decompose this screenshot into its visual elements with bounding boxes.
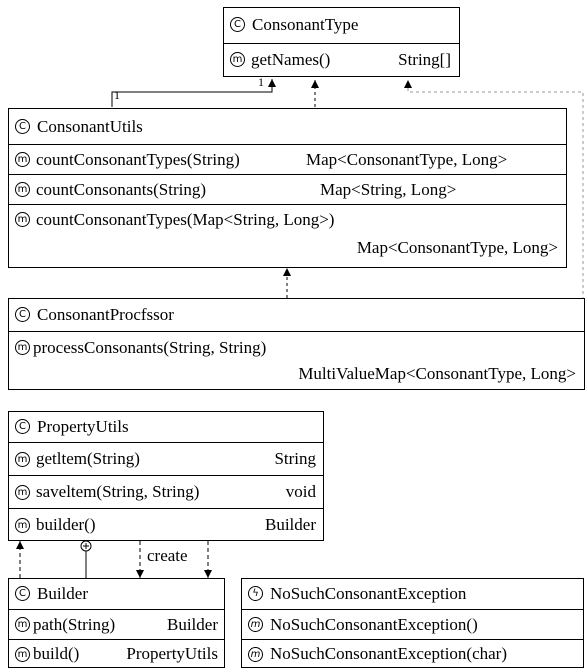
class-consonant-type[interactable]: C ConsonantType m getNames() String[]	[223, 7, 460, 77]
create-dependency	[136, 541, 212, 578]
class-header: C ConsonantType	[224, 8, 459, 43]
method-icon: m	[15, 518, 30, 533]
class-name: Builder	[37, 584, 88, 603]
method-name: getltem(String)	[36, 449, 140, 468]
method-type: String[]	[398, 50, 451, 69]
method-icon: m	[15, 617, 30, 632]
nested-builder-connector	[80, 540, 92, 578]
multiplicity-source: 1	[114, 88, 120, 102]
method-icon: m	[15, 182, 30, 197]
method-type: Map<String, Long>	[320, 180, 457, 199]
method-name: builder()	[36, 515, 96, 534]
class-name: ConsonantType	[252, 15, 359, 34]
class-header: C ConsonantProcfssor	[9, 299, 584, 331]
class-builder[interactable]: C Builder m path(String) Builder m build…	[8, 578, 225, 668]
method-icon: m	[15, 212, 30, 227]
class-name: PropertyUtils	[37, 417, 129, 436]
class-header: C PropertyUtils	[9, 412, 323, 442]
method-icon: m	[15, 647, 30, 662]
class-consonant-processor[interactable]: C ConsonantProcfssor m processConsonants…	[8, 298, 585, 390]
dependency-processor-to-type	[404, 80, 584, 300]
class-header: C ConsonantUtils	[9, 109, 566, 144]
method-icon: m	[15, 485, 30, 500]
class-property-utils[interactable]: C PropertyUtils m getltem(String) String…	[8, 411, 324, 541]
method-type: Builder	[167, 615, 218, 634]
method-name: saveltem(String, String)	[36, 482, 200, 501]
class-no-such-consonant-exception[interactable]: ϟ NoSuchConsonantException m NoSuchConso…	[241, 578, 584, 668]
create-label: create	[147, 546, 188, 565]
method-icon: m	[15, 152, 30, 167]
method-name: countConsonants(String)	[36, 180, 206, 199]
method-type: Map<ConsonantType, Long>	[306, 150, 508, 169]
method-icon: m	[230, 52, 245, 67]
class-icon: C	[230, 17, 245, 32]
class-header: C Builder	[9, 579, 224, 609]
method-icon: m	[15, 340, 30, 355]
method-row[interactable]: m getltem(String) String	[9, 442, 323, 475]
method-type: Map<ConsonantType, Long>	[356, 238, 558, 257]
method-row[interactable]: m getNames() String[]	[224, 43, 459, 77]
method-row[interactable]: m NoSuchConsonantException(char)	[242, 639, 583, 668]
class-consonant-utils[interactable]: C ConsonantUtils m countConsonantTypes(S…	[8, 108, 567, 268]
class-icon: C	[15, 419, 30, 434]
class-icon: C	[15, 307, 30, 322]
class-icon: C	[15, 119, 30, 134]
method-name: countConsonantTypes(String)	[36, 150, 240, 169]
method-name: path(String)	[33, 615, 116, 634]
method-type: String	[274, 449, 316, 468]
class-icon: C	[15, 586, 30, 601]
constructor-icon: m	[248, 647, 263, 662]
method-type: MultiValueMap<ConsonantType, Long>	[298, 364, 576, 383]
exception-icon: ϟ	[248, 586, 263, 601]
class-header: ϟ NoSuchConsonantException	[242, 579, 583, 609]
method-name: build()	[33, 644, 80, 663]
method-row[interactable]: m path(String) Builder	[9, 609, 224, 639]
association-utils-to-type	[111, 79, 276, 107]
method-row[interactable]: m countConsonantTypes(Map<String, Long>)…	[9, 204, 566, 268]
method-type: Builder	[265, 515, 316, 534]
method-icon: m	[15, 452, 30, 467]
method-name: getNames()	[251, 50, 331, 69]
method-name: countConsonantTypes(Map<String, Long>)	[36, 210, 335, 229]
method-row[interactable]: m build() PropertyUtils	[9, 639, 224, 668]
constructor-name: NoSuchConsonantException(char)	[270, 644, 507, 663]
class-name: ConsonantProcfssor	[37, 305, 174, 324]
class-name: NoSuchConsonantException	[270, 584, 467, 603]
constructor-name: NoSuchConsonantException()	[270, 615, 478, 634]
class-name: ConsonantUtils	[37, 117, 143, 136]
multiplicity-target: 1	[258, 75, 264, 89]
method-row[interactable]: m saveltem(String, String) void	[9, 475, 323, 508]
method-row[interactable]: m NoSuchConsonantException()	[242, 609, 583, 639]
method-type: void	[285, 482, 316, 501]
method-row[interactable]: m processConsonants(String, String) Mult…	[9, 331, 584, 390]
method-row[interactable]: m countConsonants(String) Map<String, Lo…	[9, 174, 566, 204]
method-row[interactable]: m builder() Builder	[9, 508, 323, 541]
method-row[interactable]: m countConsonantTypes(String) Map<Conson…	[9, 144, 566, 174]
constructor-icon: m	[248, 617, 263, 632]
method-type: PropertyUtils	[126, 644, 218, 663]
method-name: processConsonants(String, String)	[33, 338, 267, 357]
